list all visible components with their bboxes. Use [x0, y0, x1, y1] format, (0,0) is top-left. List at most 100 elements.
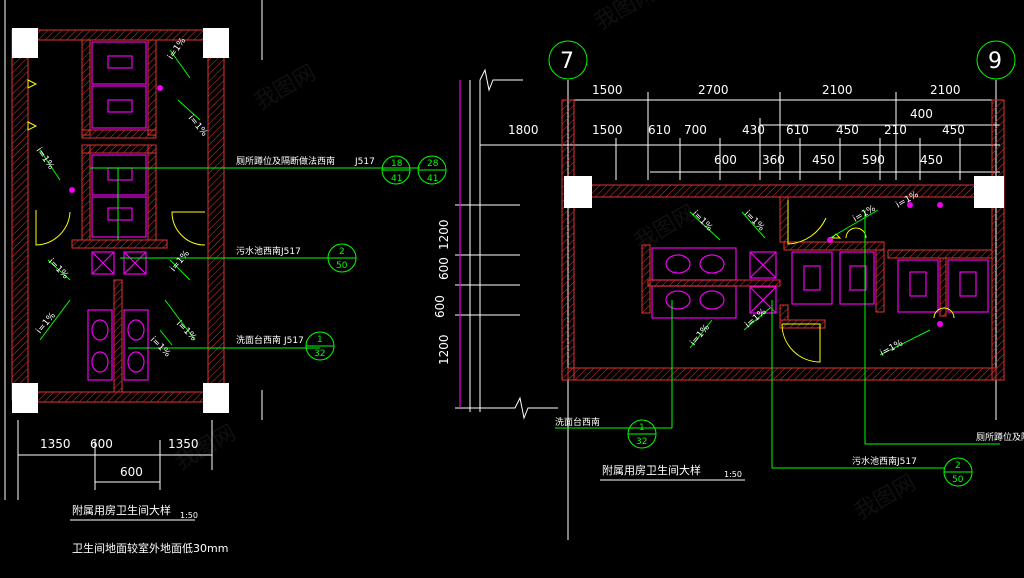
dimension: 600: [437, 257, 451, 280]
wash-basin: [87, 309, 113, 381]
dimension: 590: [862, 153, 885, 167]
squat-toilet: [91, 41, 147, 85]
dimension: 1200: [437, 334, 451, 365]
callout-label: 污水池西南J517: [236, 245, 301, 257]
right-wall-east: [991, 99, 1005, 381]
squat-toilet: [91, 85, 147, 129]
dimension: 2700: [698, 83, 729, 97]
dimension: 1350: [40, 437, 71, 451]
mop-sink: [91, 251, 115, 275]
dimension: 430: [742, 123, 765, 137]
squat-toilet: [91, 154, 147, 196]
callout-tag: 41: [427, 174, 438, 184]
dimension: 1800: [508, 123, 539, 137]
dimension: 610: [648, 123, 671, 137]
column: [203, 28, 229, 58]
callout-tag: 50: [336, 261, 348, 271]
column: [974, 176, 1004, 208]
svg-text:我图网: 我图网: [851, 471, 921, 526]
stall-partition: [81, 129, 157, 139]
dimension: 2100: [930, 83, 961, 97]
dimension: 600: [433, 295, 447, 318]
left-wall-south: [27, 391, 209, 403]
stall-partition: [81, 39, 91, 136]
stall-partition: [81, 144, 91, 241]
callout-tag: 1: [639, 423, 645, 433]
slope-label: i=1%: [742, 209, 767, 234]
watermark: 我图网 我图网 我图网 我图网 我图网: [171, 0, 921, 525]
grid-label: 7: [560, 49, 574, 74]
squat-toilet: [839, 251, 875, 305]
dimension: 610: [786, 123, 809, 137]
callout-tag: 1: [317, 335, 323, 345]
callout-ref: J517: [283, 336, 304, 346]
door-swing: [781, 323, 821, 363]
dimension: 210: [884, 123, 907, 137]
dimension: 1500: [592, 83, 623, 97]
dimension: 400: [910, 107, 933, 121]
door-swing: [787, 200, 827, 245]
mop-sink: [123, 251, 147, 275]
svg-text:我图网: 我图网: [251, 61, 321, 116]
dimension: 1500: [592, 123, 623, 137]
slope-label: i=1%: [689, 323, 713, 348]
stall-partition: [81, 144, 157, 154]
drawing-title: 附属用房卫生间大样: [602, 463, 701, 477]
svg-text:我图网: 我图网: [591, 0, 661, 35]
squat-toilet-pan: [107, 55, 133, 69]
callout-tag: 32: [636, 437, 647, 447]
callout-label: 洗面台西南: [236, 334, 281, 346]
callout-label: 厕所蹲位及隔: [976, 431, 1024, 443]
column: [203, 383, 229, 413]
slope-label: i=1%: [186, 114, 210, 139]
column: [564, 176, 592, 208]
callout-tag: 50: [952, 475, 964, 485]
squat-toilet: [947, 259, 989, 313]
slope-label: i=1%: [148, 335, 173, 360]
grid-bubble: [976, 40, 1016, 80]
callout-tag: 18: [391, 159, 403, 169]
callout-ref: J517: [354, 157, 375, 167]
drawing-scale: 1:50: [180, 511, 198, 520]
right-wall-north: [567, 184, 997, 198]
column: [12, 383, 38, 413]
dimension: 600: [120, 465, 143, 479]
slope-label: i=1%: [879, 338, 906, 358]
dimension: 2100: [822, 83, 853, 97]
left-wall-east: [207, 29, 225, 401]
drawing-scale: 1:50: [724, 470, 742, 479]
callout-tag: 32: [314, 349, 325, 359]
stall-partition: [147, 39, 157, 136]
squat-toilet-pan: [107, 207, 133, 221]
dimension: 1200: [437, 219, 451, 250]
stall-partition: [147, 144, 157, 241]
dimension: 700: [684, 123, 707, 137]
drawing-title: 附属用房卫生间大样: [72, 503, 171, 517]
callout-tag: 2: [339, 247, 345, 257]
squat-toilet: [897, 259, 939, 313]
mop-sink: [749, 251, 777, 279]
door-swing: [35, 210, 71, 246]
callout-tag: 41: [391, 174, 402, 184]
squat-toilet: [791, 251, 833, 305]
squat-toilet-pan: [107, 167, 133, 181]
left-plan: [4, 0, 447, 521]
right-plan: [455, 40, 1016, 540]
right-wall-west: [561, 99, 575, 381]
mop-sink: [749, 286, 777, 314]
grid-bubble: [548, 40, 588, 80]
drawing-note: 卫生间地面较室外地面低30mm: [72, 541, 228, 555]
dimension: 1350: [168, 437, 199, 451]
door-swing: [171, 211, 206, 246]
callout-label: 厕所蹲位及隔断做法西南: [236, 155, 335, 167]
callout-tag: 2: [955, 461, 961, 471]
column: [12, 28, 38, 58]
callout-label: 污水池西南J517: [852, 455, 917, 467]
dimension: 600: [714, 153, 737, 167]
stall-partition: [71, 239, 168, 249]
dimension: 360: [762, 153, 785, 167]
squat-toilet-pan: [107, 99, 133, 113]
wash-basin: [123, 309, 149, 381]
dimension: 450: [836, 123, 859, 137]
left-wall-west: [11, 29, 29, 401]
